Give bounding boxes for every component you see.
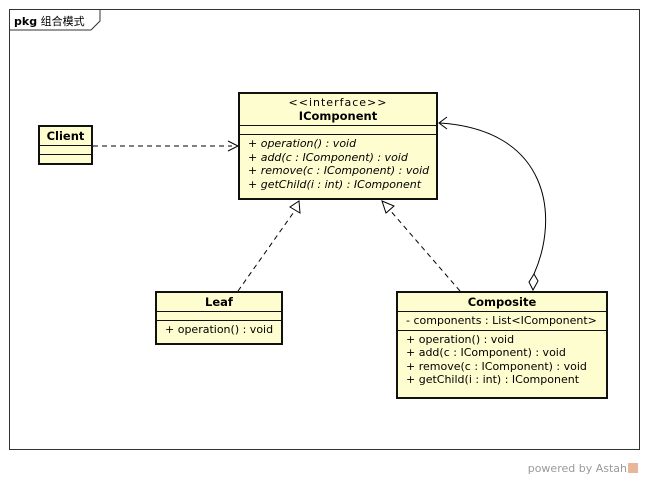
frame-tab-outline	[9, 9, 101, 31]
frame-label: pkg 组合模式	[14, 13, 85, 29]
operations-compartment: + operation() : void + add(c : IComponen…	[398, 331, 606, 389]
leaf-realization-arrowhead	[289, 200, 301, 214]
astah-watermark: powered by Astah	[528, 462, 638, 475]
astah-logo-icon	[628, 463, 638, 473]
package-frame-tab: pkg 组合模式	[9, 9, 101, 31]
class-name: Client	[46, 129, 85, 143]
operation-item: + getChild(i : int) : IComponent	[248, 177, 422, 191]
operation-item: + remove(c : IComponent) : void	[248, 164, 430, 177]
operations-compartment	[40, 155, 91, 163]
class-name: IComponent	[298, 109, 378, 123]
aggregation-line	[439, 122, 547, 275]
composite-realization-arrowhead	[381, 200, 395, 214]
stereotype-label: <<interface>>	[288, 96, 388, 109]
class-header: Composite	[398, 293, 606, 312]
class-leaf[interactable]: Leaf + operation() : void	[155, 291, 283, 345]
watermark-text: powered by Astah	[527, 462, 627, 475]
operation-item: + operation() : void	[406, 332, 515, 346]
attributes-compartment: - components : List<IComponent>	[398, 312, 606, 331]
operations-compartment: + operation() : void + add(c : IComponen…	[240, 135, 436, 193]
class-client[interactable]: Client	[38, 125, 93, 165]
operation-item: + add(c : IComponent) : void	[406, 346, 566, 359]
operation-item: + operation() : void	[165, 323, 274, 336]
attributes-compartment	[40, 146, 91, 155]
attribute-item: - components : List<IComponent>	[406, 314, 597, 327]
operation-item: + operation() : void	[248, 137, 357, 150]
class-name: Leaf	[205, 295, 233, 309]
operation-item: + getChild(i : int) : IComponent	[406, 373, 580, 386]
frame-keyword: pkg	[14, 15, 38, 28]
class-name: Composite	[467, 295, 537, 309]
aggregation-arrowhead	[438, 116, 448, 130]
operations-compartment: + operation() : void	[157, 321, 281, 339]
composite-realization-line	[388, 208, 461, 292]
attributes-compartment	[240, 126, 436, 135]
frame-name: 组合模式	[40, 15, 85, 28]
class-header: Leaf	[157, 293, 281, 312]
operation-item: + remove(c : IComponent) : void	[406, 359, 587, 373]
class-header: <<interface>> IComponent	[240, 94, 436, 126]
aggregation-diamond	[528, 273, 539, 292]
class-icomponent[interactable]: <<interface>> IComponent + operation() :…	[238, 92, 438, 200]
operation-item: + add(c : IComponent) : void	[248, 150, 408, 164]
class-composite[interactable]: Composite - components : List<IComponent…	[396, 291, 608, 399]
leaf-realization-line	[237, 208, 297, 292]
attributes-compartment	[157, 312, 281, 321]
class-header: Client	[40, 127, 91, 146]
